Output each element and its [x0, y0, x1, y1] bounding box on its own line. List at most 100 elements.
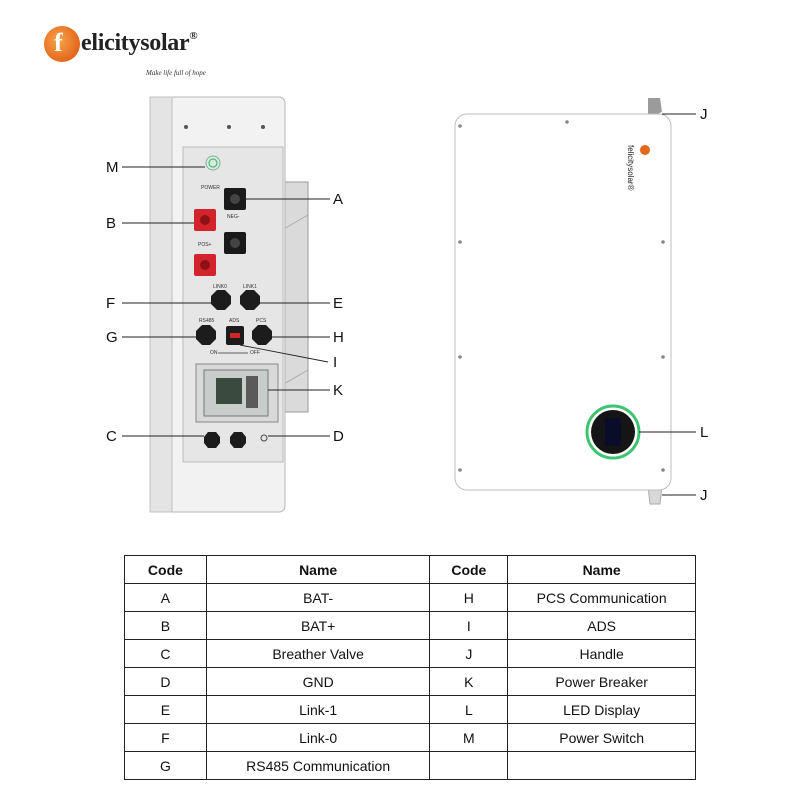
logo-slogan: Make life full of hope: [146, 69, 206, 77]
cell-name: [507, 751, 696, 780]
connector-pin: [230, 194, 240, 204]
screw: [184, 125, 188, 129]
cell-code: J: [429, 639, 509, 668]
screw: [565, 120, 569, 124]
table-row: F Link-0 M Power Switch: [124, 723, 696, 752]
cell-code: A: [124, 583, 207, 612]
table-row: G RS485 Communication: [124, 751, 696, 780]
callout-line-i: [239, 344, 329, 363]
label-link1: LINK1: [243, 284, 257, 290]
cell-code: D: [124, 667, 207, 696]
breaker-body: [246, 376, 258, 408]
table-row: D GND K Power Breaker: [124, 667, 696, 696]
cell-code: B: [124, 611, 207, 640]
label-on: ON: [210, 350, 218, 356]
connector-pin: [200, 215, 210, 225]
pcs-port: [252, 325, 272, 345]
callout-b: B: [106, 215, 117, 232]
screw: [661, 468, 665, 472]
connector-pin: [230, 238, 240, 248]
callout-l: L: [700, 424, 709, 441]
label-pos: POS+: [198, 242, 212, 248]
header-name: Name: [507, 555, 696, 584]
screw: [661, 355, 665, 359]
logo-icon: f: [44, 26, 80, 62]
callout-e: E: [333, 295, 344, 312]
cell-name: RS485 Communication: [205, 751, 431, 780]
cell-name: Link-1: [205, 695, 431, 724]
cell-name: Power Breaker: [507, 667, 696, 696]
cell-code: G: [124, 751, 207, 780]
screw: [458, 124, 462, 128]
cell-code: I: [429, 611, 509, 640]
breaker-handle: [216, 378, 242, 404]
callout-f: F: [106, 295, 116, 312]
screw: [458, 355, 462, 359]
handle-top: [648, 98, 662, 118]
callout-j-top: J: [700, 106, 708, 123]
gnd-terminal: [260, 434, 268, 442]
link1-port: [240, 290, 260, 310]
power-switch: [205, 155, 221, 171]
breather-valve: [230, 432, 246, 448]
ads-dip: [230, 333, 240, 338]
cell-code: L: [429, 695, 509, 724]
cell-name: LED Display: [507, 695, 696, 724]
led-screen: [605, 418, 621, 446]
screw: [661, 240, 665, 244]
callout-i: I: [333, 354, 338, 371]
label-neg: NEG-: [227, 214, 240, 220]
battery-front-cover: [454, 113, 672, 491]
component-table: Code Name Code Name A BAT- H PCS Communi…: [124, 555, 696, 780]
rs485-port: [196, 325, 216, 345]
cell-code: E: [124, 695, 207, 724]
cell-code: K: [429, 667, 509, 696]
label-off: OFF: [250, 350, 260, 356]
label-ads: ADS: [229, 318, 240, 324]
cell-name: BAT+: [205, 611, 431, 640]
front-logo-icon: [640, 145, 650, 155]
header-code: Code: [429, 555, 509, 584]
bracket-edge: [281, 369, 309, 386]
table-row: C Breather Valve J Handle: [124, 639, 696, 668]
cell-code: [429, 751, 509, 780]
screw: [227, 125, 231, 129]
table-header-row: Code Name Code Name: [124, 555, 696, 584]
callout-d: D: [333, 428, 344, 445]
table-row: A BAT- H PCS Communication: [124, 583, 696, 612]
link0-port: [211, 290, 231, 310]
power-switch-icon: [208, 158, 218, 168]
bracket-edge: [281, 214, 309, 231]
battery-side-view: [122, 96, 696, 513]
header-name: Name: [205, 555, 431, 584]
cell-name: Power Switch: [507, 723, 696, 752]
brand-logo: f elicitysolar® Make life full of hope: [44, 26, 244, 86]
breather-valve: [204, 432, 220, 448]
screw: [458, 468, 462, 472]
cell-code: F: [124, 723, 207, 752]
logo-wordmark: elicitysolar®: [81, 30, 198, 56]
callout-m: M: [106, 159, 119, 176]
cell-name: ADS: [507, 611, 696, 640]
cell-name: Breather Valve: [205, 639, 431, 668]
screw: [458, 240, 462, 244]
label-pcs: PCS: [256, 318, 267, 324]
cell-name: Handle: [507, 639, 696, 668]
cell-name: GND: [205, 667, 431, 696]
callout-h: H: [333, 329, 344, 346]
table-row: B BAT+ I ADS: [124, 611, 696, 640]
cell-name: Link-0: [205, 723, 431, 752]
cell-code: H: [429, 583, 509, 612]
label-link0: LINK0: [213, 284, 227, 290]
callout-j-bottom: J: [700, 487, 708, 504]
header-code: Code: [124, 555, 207, 584]
table-row: E Link-1 L LED Display: [124, 695, 696, 724]
cell-name: PCS Communication: [507, 583, 696, 612]
label-rs485: RS485: [199, 318, 215, 324]
callout-a: A: [333, 191, 344, 208]
connector-pin: [200, 260, 210, 270]
cell-code: C: [124, 639, 207, 668]
callout-c: C: [106, 428, 117, 445]
housing-edge: [149, 96, 173, 513]
cell-name: BAT-: [205, 583, 431, 612]
